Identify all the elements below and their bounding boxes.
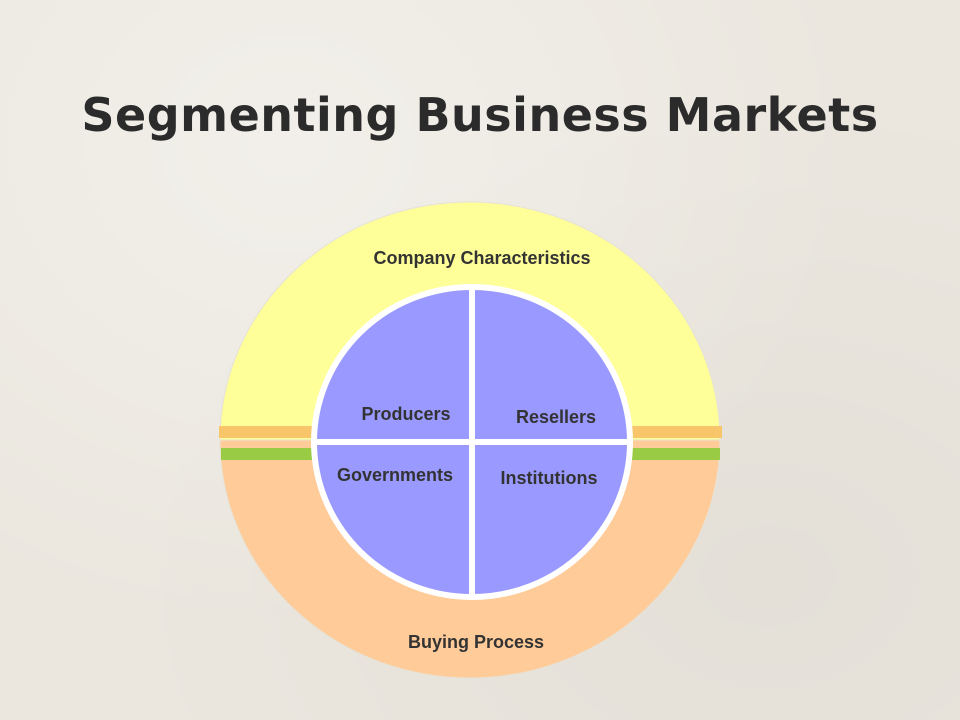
quadrant-institutions <box>472 442 630 597</box>
company-characteristics-label: Company Characteristics <box>373 248 590 268</box>
orange-band-right <box>622 426 722 438</box>
institutions-label: Institutions <box>501 468 598 488</box>
quadrant-governments <box>314 442 472 597</box>
orange-band-left <box>219 426 319 438</box>
buying-process-label: Buying Process <box>408 632 544 652</box>
producers-label: Producers <box>361 404 450 424</box>
resellers-label: Resellers <box>516 407 596 427</box>
green-band-right <box>622 448 720 460</box>
governments-label: Governments <box>337 465 453 485</box>
green-band-left <box>221 448 319 460</box>
slide-title: Segmenting Business Markets <box>81 88 879 142</box>
quadrant-producers <box>314 287 472 442</box>
quadrant-resellers <box>472 287 630 442</box>
